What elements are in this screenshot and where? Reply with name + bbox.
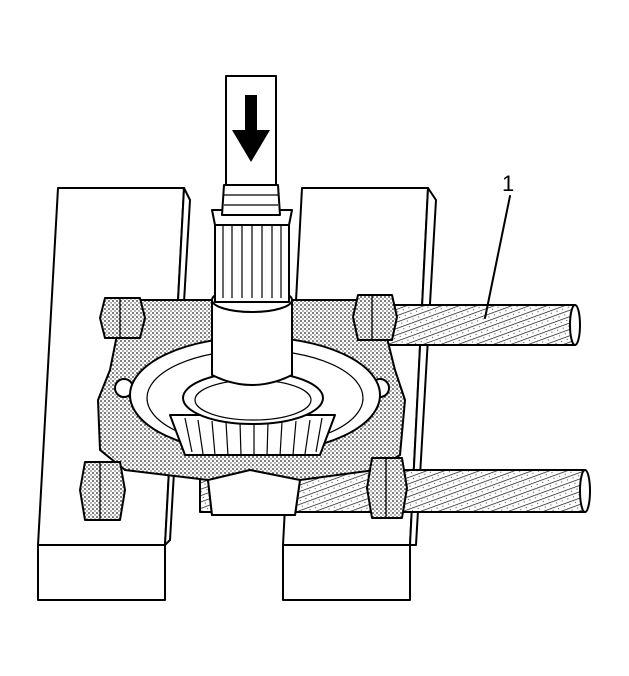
hex-nut-lower-left [79, 461, 126, 521]
down-arrow-icon [232, 95, 270, 162]
hex-nut-upper-right [352, 294, 398, 341]
callout-1: 1 [484, 171, 514, 319]
splined-shaft [211, 209, 293, 386]
upper-threaded-rod [379, 304, 581, 346]
hex-nut-upper-left [99, 297, 146, 339]
callout-label: 1 [502, 171, 514, 196]
hex-nut-lower-right [366, 457, 408, 519]
tapered-bearing [169, 371, 336, 457]
